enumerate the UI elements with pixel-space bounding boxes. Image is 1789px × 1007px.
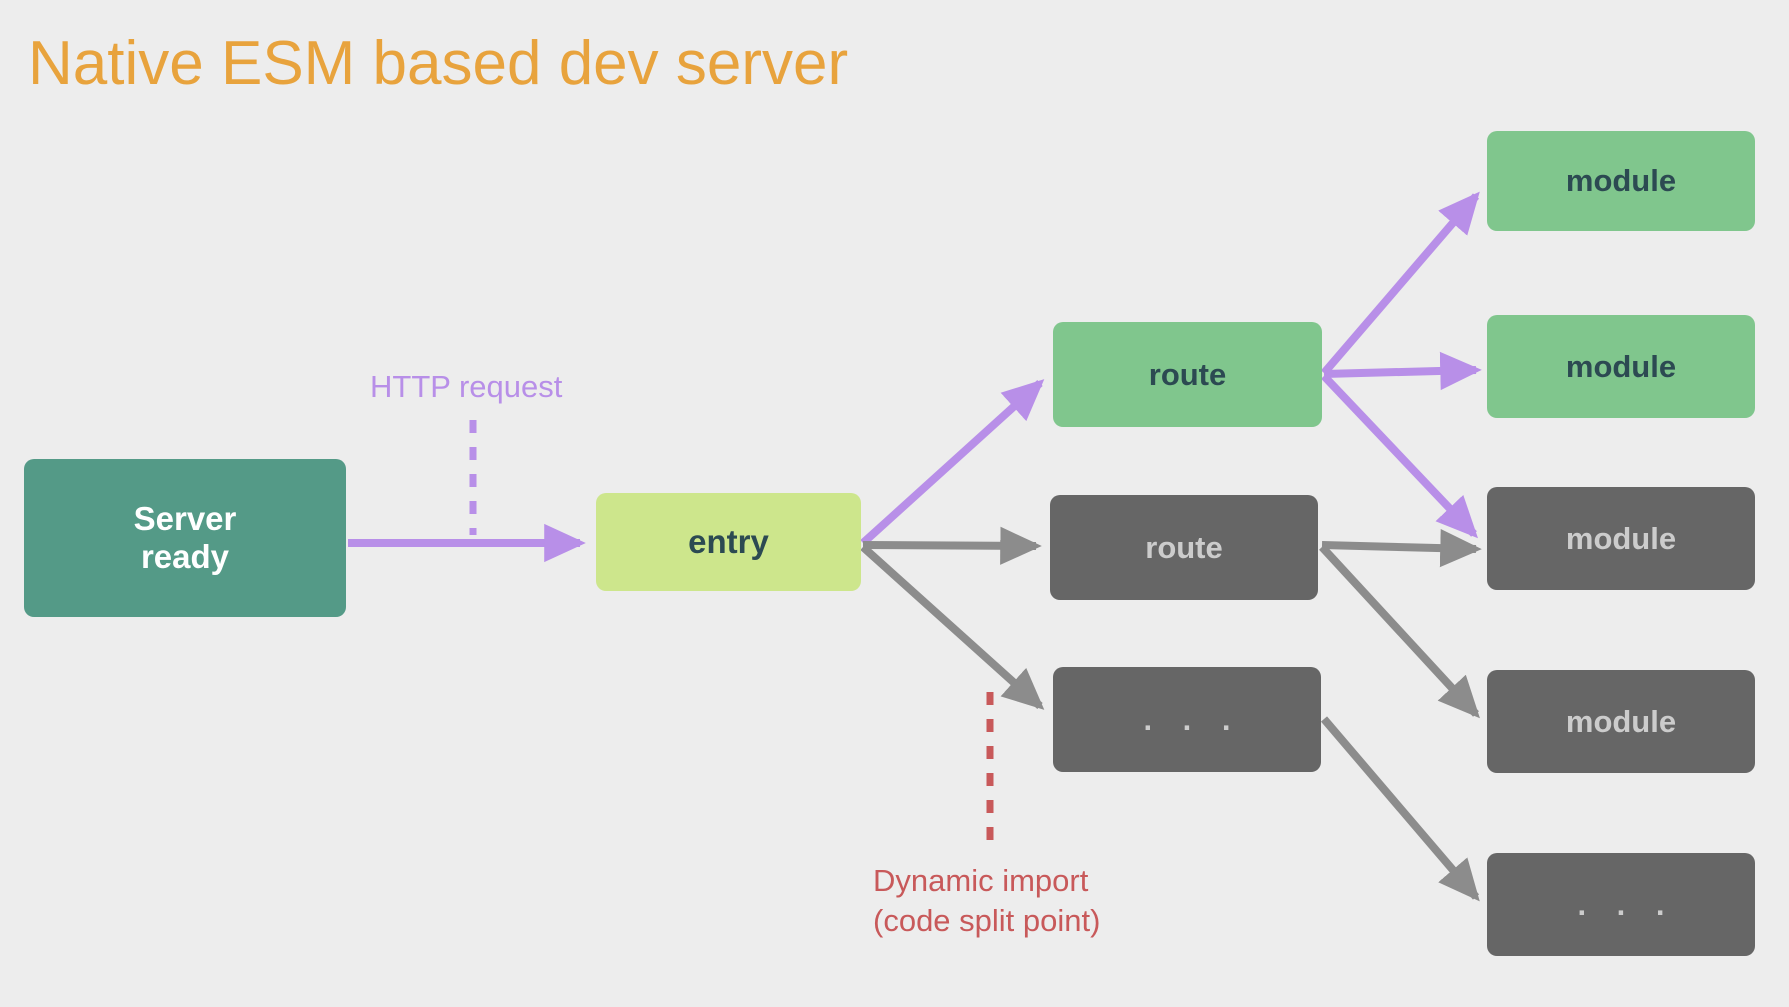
edge-entry-to-route-inactive — [862, 526, 1042, 565]
node-label-module-1: module — [1565, 163, 1677, 199]
edge-entry-to-route-ellipsis — [860, 544, 1045, 710]
node-module-2[interactable]: module — [1487, 315, 1755, 418]
node-label-module-2: module — [1565, 348, 1677, 384]
node-label-module-3: module — [1565, 520, 1677, 556]
node-label-module-4: module — [1565, 703, 1677, 739]
node-label-module-ellipsis: . . . — [1577, 886, 1676, 922]
node-route-ellipsis[interactable]: . . . — [1053, 667, 1321, 772]
node-label-route-inactive: route — [1145, 529, 1223, 565]
node-module-4[interactable]: module — [1487, 670, 1755, 773]
node-module-1[interactable]: module — [1487, 131, 1755, 231]
edge-route-to-module-1 — [1320, 191, 1480, 376]
node-label-server-ready: Server ready — [133, 499, 237, 575]
page-title: Native ESM based dev server — [28, 29, 849, 98]
node-label-route-ellipsis: . . . — [1143, 701, 1242, 737]
edge-route-to-module-3 — [1321, 373, 1479, 539]
edge-route-ellipsis-to-module-ellipsis — [1320, 716, 1480, 902]
node-module-ellipsis[interactable]: . . . — [1487, 853, 1755, 956]
node-server-ready[interactable]: Server ready — [24, 459, 346, 617]
edge-route-inactive-to-module-3 — [1321, 528, 1482, 568]
annotation-http-request: HTTP request — [370, 369, 563, 404]
node-label-route-active: route — [1148, 356, 1227, 392]
edge-route-inactive-to-module-4 — [1319, 544, 1480, 719]
node-route-active[interactable]: route — [1053, 322, 1322, 427]
annotation-dynamic-import: Dynamic import (code split point) — [873, 863, 1101, 938]
node-route-inactive[interactable]: route — [1050, 495, 1318, 600]
edge-entry-to-route-active — [860, 379, 1045, 546]
node-entry[interactable]: entry — [596, 493, 861, 591]
edge-route-to-module-2 — [1323, 351, 1482, 391]
node-label-entry: entry — [688, 522, 769, 560]
node-module-3[interactable]: module — [1487, 487, 1755, 590]
